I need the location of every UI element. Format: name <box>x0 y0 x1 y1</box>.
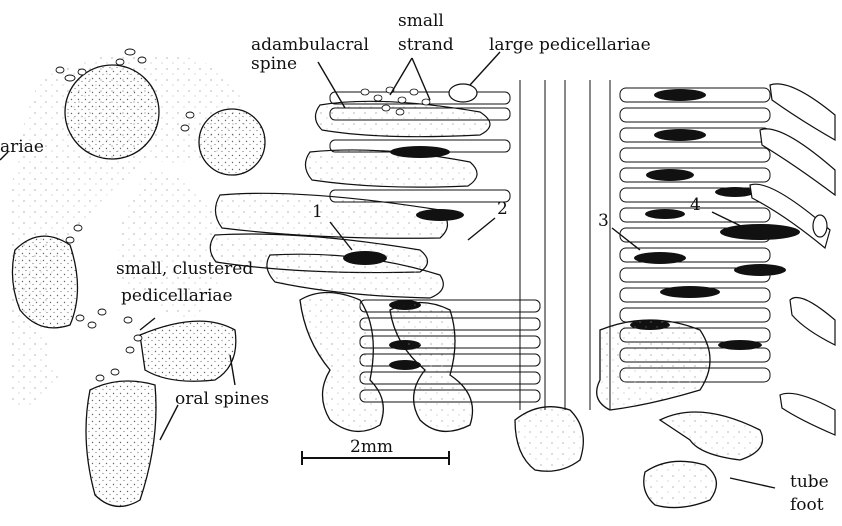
tube-feet <box>300 293 763 508</box>
oral-spine-upper <box>140 321 236 381</box>
label-adambulacral: adambulacral <box>251 36 369 55</box>
marker-4: 4 <box>690 196 701 215</box>
label-small-clustered: small, clustered <box>116 260 253 279</box>
marker-2: 2 <box>497 200 508 219</box>
label-tube: tube <box>790 473 829 492</box>
ossicle-columns-middle <box>520 80 610 410</box>
label-pedicellariae: pedicellariae <box>121 287 233 306</box>
label-oral-spines: oral spines <box>175 390 269 409</box>
label-foot: foot <box>790 496 824 515</box>
label-pedicellariae-cropped: ariae <box>0 138 44 157</box>
label-scale-bar: 2mm <box>350 438 393 457</box>
marker-3: 3 <box>598 212 609 231</box>
label-spine: spine <box>251 55 297 74</box>
label-strand: strand <box>398 36 454 55</box>
round-spine-2 <box>199 109 265 175</box>
label-small: small <box>398 12 444 31</box>
large-round-spine <box>65 65 159 159</box>
oral-spine-lower <box>86 381 156 506</box>
label-large-pedicellariae: large pedicellariae <box>489 36 651 55</box>
marker-1: 1 <box>312 203 323 222</box>
